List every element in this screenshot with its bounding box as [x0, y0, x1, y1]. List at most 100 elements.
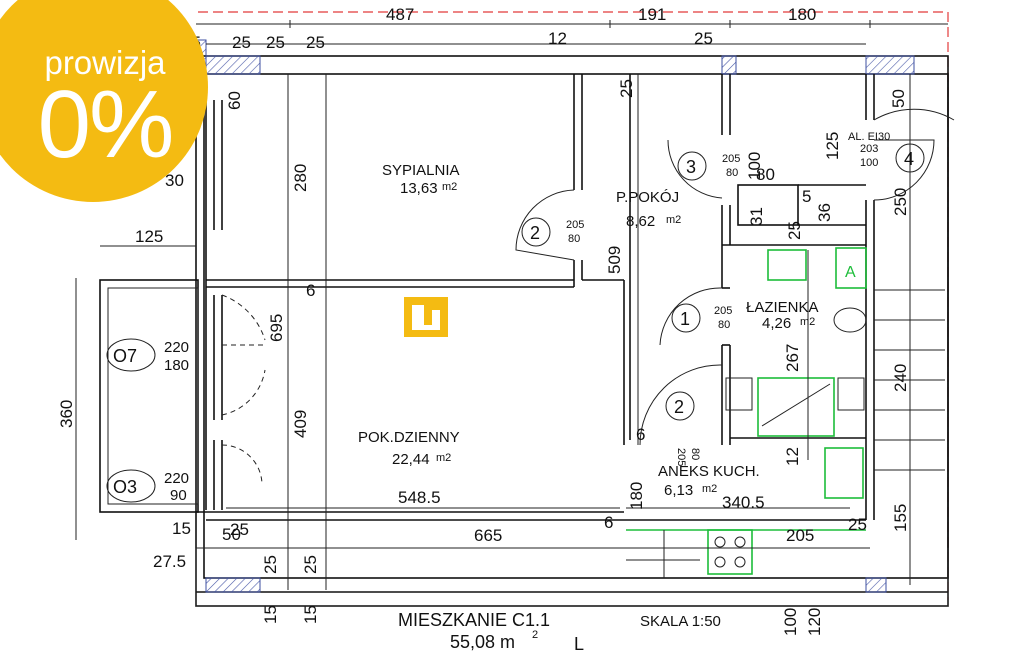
dim-80: 80 — [756, 165, 775, 184]
svg-text:220: 220 — [164, 470, 189, 487]
dim-sub-5: 25 — [694, 29, 713, 48]
svg-text:2: 2 — [674, 397, 684, 417]
dim-360: 360 — [57, 400, 76, 428]
dim-6: 6 — [306, 281, 315, 300]
svg-text:m2: m2 — [436, 452, 451, 464]
column — [205, 55, 261, 75]
window-marker-o7 — [106, 338, 156, 372]
scale-label: SKALA 1:50 — [640, 613, 721, 630]
svg-text:25: 25 — [785, 221, 804, 240]
room-name-sypialnia: SYPIALNIA — [382, 162, 460, 179]
dim-sub-3: 25 — [306, 33, 325, 52]
dim-509: 509 — [605, 246, 624, 274]
svg-text:A: A — [845, 264, 856, 281]
svg-text:25: 25 — [230, 520, 249, 539]
svg-text:25: 25 — [617, 79, 636, 98]
dim-50: 50 — [889, 89, 908, 108]
svg-text:80: 80 — [726, 167, 738, 179]
svg-text:205: 205 — [722, 153, 740, 165]
svg-text:m2: m2 — [442, 181, 457, 193]
dim-15: 15 — [172, 519, 191, 538]
dim-125: 125 — [135, 227, 163, 246]
dim-sub-1: 25 — [232, 33, 251, 52]
svg-text:O7: O7 — [113, 346, 137, 366]
dim-60: 60 — [225, 91, 244, 110]
dim-695: 695 — [267, 314, 286, 342]
dim-180: 180 — [627, 482, 646, 510]
svg-text:203: 203 — [860, 143, 878, 155]
dim-36: 36 — [815, 203, 834, 222]
dim-205: 205 — [786, 526, 814, 545]
svg-text:2: 2 — [530, 223, 540, 243]
svg-text:AL. EI30: AL. EI30 — [848, 131, 890, 143]
dim-155: 155 — [891, 504, 910, 532]
door-marker-2b — [665, 391, 695, 421]
svg-text:1: 1 — [680, 309, 690, 329]
svg-text:25: 25 — [301, 555, 320, 574]
svg-text:220: 220 — [164, 339, 189, 356]
room-name-lazienka: ŁAZIENKA — [746, 299, 819, 316]
kitchen-sink — [824, 447, 864, 499]
svg-text:125: 125 — [823, 132, 842, 160]
room-area-aneks: 6,13 — [664, 482, 693, 499]
svg-text:50: 50 — [222, 525, 241, 544]
dim-548: 548.5 — [398, 488, 441, 507]
svg-text:80: 80 — [718, 319, 730, 331]
apartment-title: MIESZKANIE C1.1 — [398, 610, 550, 630]
svg-text:205: 205 — [714, 305, 732, 317]
svg-text:205: 205 — [675, 448, 687, 466]
window-marker-o3 — [106, 469, 156, 503]
dim-409: 409 — [291, 410, 310, 438]
apartment-letter: L — [574, 634, 584, 654]
dim-280: 280 — [291, 164, 310, 192]
dim-267: 267 — [783, 344, 802, 372]
svg-text:15: 15 — [301, 605, 320, 624]
svg-text:4: 4 — [904, 149, 914, 169]
door-marker-2a — [521, 217, 551, 247]
dim-250: 250 — [891, 188, 910, 216]
room-name-ppokoj: P.POKÓJ — [616, 189, 679, 206]
dim-6b: 6 — [604, 513, 613, 532]
room-name-aneks: ANEKS KUCH. — [658, 463, 760, 480]
washbasin — [767, 249, 807, 281]
svg-text:205: 205 — [566, 219, 584, 231]
washing-machine — [835, 247, 867, 289]
dim-665: 665 — [474, 526, 502, 545]
svg-text:100: 100 — [781, 608, 800, 636]
svg-text:15: 15 — [261, 605, 280, 624]
svg-text:180: 180 — [164, 357, 189, 374]
svg-text:25: 25 — [848, 515, 867, 534]
svg-text:2: 2 — [532, 629, 538, 641]
logo — [404, 297, 448, 337]
svg-text:100: 100 — [860, 157, 878, 169]
room-area-sypialnia: 13,63 — [400, 180, 438, 197]
room-name-pokdzienny: POK.DZIENNY — [358, 429, 460, 446]
door-marker-4 — [895, 143, 925, 173]
dim-340: 340.5 — [722, 493, 765, 512]
badge-line1: prowizja — [44, 44, 166, 81]
room-area-lazienka: 4,26 — [762, 315, 791, 332]
svg-text:m2: m2 — [800, 316, 815, 328]
badge-line2: 0% — [37, 71, 175, 178]
dim-12: 12 — [783, 447, 802, 466]
shower — [757, 377, 835, 437]
dim-100: 100 — [745, 152, 764, 180]
dim-31: 31 — [747, 207, 766, 226]
dim-sub-4: 12 — [548, 29, 567, 48]
stove — [707, 529, 753, 575]
door-marker-1 — [671, 303, 701, 333]
svg-text:O3: O3 — [113, 477, 137, 497]
svg-text:m2: m2 — [666, 214, 681, 226]
svg-text:m2: m2 — [702, 483, 717, 495]
dim-top-2: 191 — [638, 5, 666, 24]
dim-240: 240 — [891, 364, 910, 392]
room-area-pokdzienny: 22,44 — [392, 451, 430, 468]
dim-top-3: 180 — [788, 5, 816, 24]
commission-badge — [0, 0, 208, 202]
svg-text:6: 6 — [636, 425, 645, 444]
svg-text:3: 3 — [686, 157, 696, 177]
dim-sub-2: 25 — [266, 33, 285, 52]
svg-text:80: 80 — [689, 448, 701, 460]
svg-text:30: 30 — [165, 171, 184, 190]
